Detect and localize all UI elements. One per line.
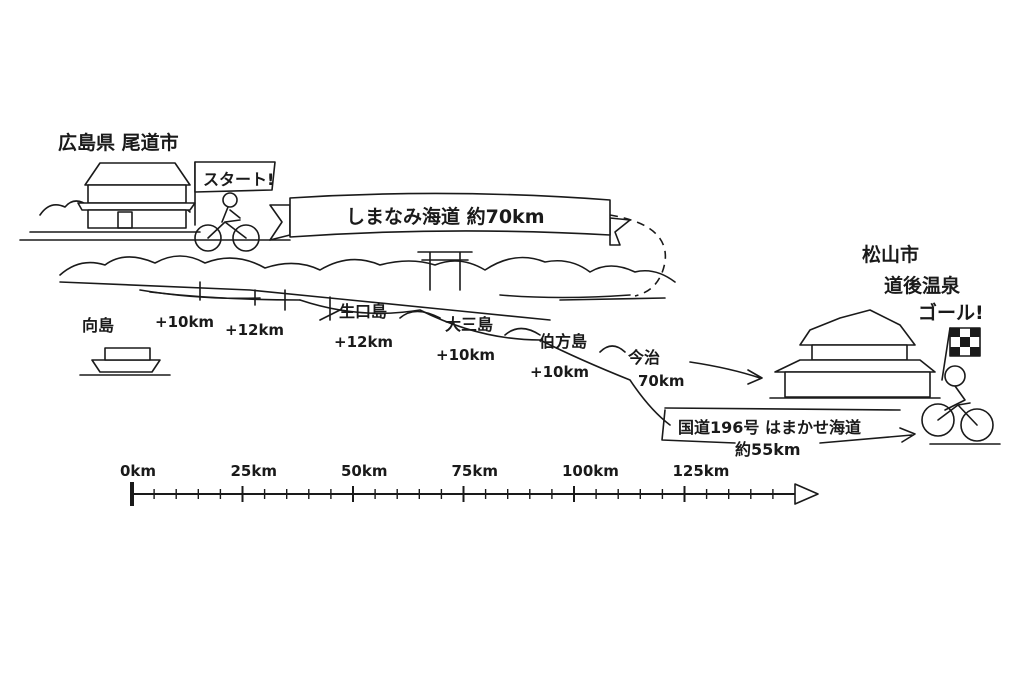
scale-tick-label: 75km — [451, 462, 498, 480]
islands-hills — [59, 255, 676, 426]
segment-distance: +12km — [334, 333, 394, 351]
scale-tick-label: 25km — [230, 462, 277, 480]
house-illustration — [19, 162, 291, 241]
scale-tick-label: 125km — [672, 462, 730, 480]
segment-distance: +10km — [530, 363, 590, 381]
scale-tick-label: 0km — [120, 462, 157, 480]
segment-distance: +10km — [436, 346, 496, 364]
route-banner-label: しまなみ海道 約70km — [346, 206, 545, 228]
segment-distance: +10km — [155, 313, 215, 331]
goal-city-label: 松山市 — [862, 244, 920, 266]
dogo-onsen-illustration — [769, 309, 941, 399]
start-place-label: 広島県 尾道市 — [58, 132, 179, 154]
segment-distance: +12km — [225, 321, 285, 339]
start-flag — [194, 161, 276, 226]
island-label: 向島 — [82, 316, 115, 335]
distance-scale-axis — [130, 482, 819, 506]
cyclist-goal-illustration — [921, 327, 1001, 445]
cyclist-start-illustration — [194, 192, 260, 252]
scale-tick-label: 100km — [562, 462, 619, 480]
ferry-illustration — [79, 347, 171, 376]
torii-gate-illustration — [417, 251, 473, 291]
goal-label: ゴール! — [918, 302, 984, 324]
island-label: 大三島 — [445, 315, 494, 334]
goal-spot-label: 道後温泉 — [884, 275, 961, 297]
route2-name: 国道196号 はまかせ海道 — [678, 418, 861, 437]
scale-tick-label: 50km — [341, 462, 388, 480]
island-label: 今治 — [628, 348, 661, 367]
imabari-total-label: 70km — [638, 372, 685, 390]
route2-distance: 約55km — [735, 440, 801, 459]
island-label: 生口島 — [339, 302, 388, 321]
banner-ribbon — [269, 192, 667, 297]
island-label: 伯方島 — [539, 332, 588, 351]
route-arrows — [661, 361, 916, 444]
start-flag-label: スタート! — [203, 170, 275, 189]
